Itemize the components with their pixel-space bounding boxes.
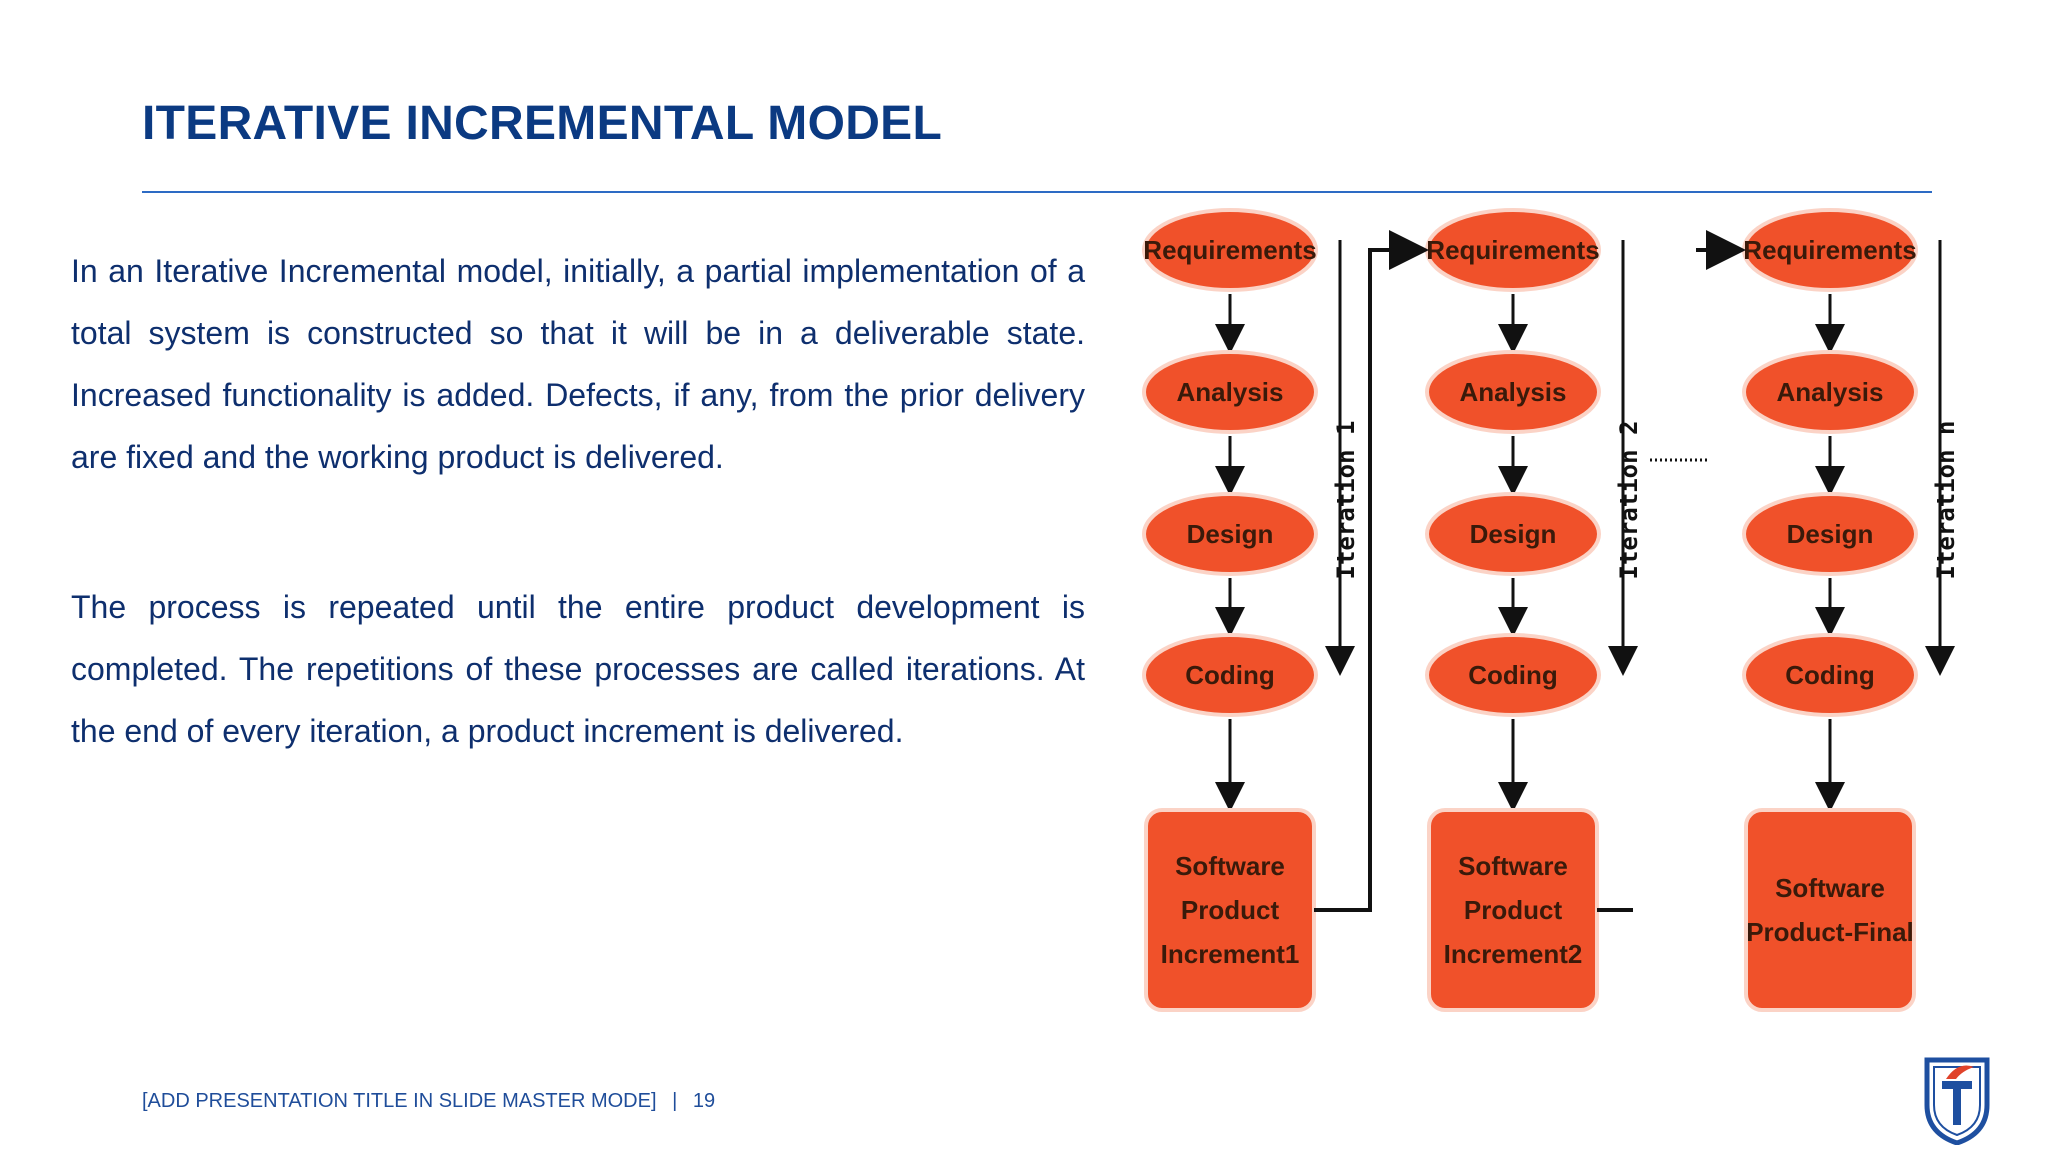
phase-label: Coding: [1468, 660, 1558, 690]
phase-node-coding: [1425, 633, 1601, 717]
iteration-label: Iteration n: [1932, 421, 1960, 580]
product-label: Software: [1458, 851, 1568, 881]
iterative-incremental-diagram: RequirementsAnalysisDesignCodingSoftware…: [1142, 208, 1960, 1012]
phase-label: Analysis: [1460, 377, 1567, 407]
product-box: [1744, 808, 1916, 1012]
phase-node-design: [1425, 492, 1601, 576]
phase-label: Design: [1187, 519, 1274, 549]
phase-node-coding: [1742, 633, 1918, 717]
title-divider: [142, 191, 1932, 193]
phase-node-analysis: [1425, 350, 1601, 434]
phase-node-analysis: [1742, 350, 1918, 434]
phase-label: Design: [1470, 519, 1557, 549]
product-label: Product-Final: [1746, 917, 1914, 947]
product-label: Product: [1464, 895, 1563, 925]
phase-label: Analysis: [1777, 377, 1884, 407]
body-paragraph-1: In an Iterative Incremental model, initi…: [71, 253, 1085, 475]
product-label: Product: [1181, 895, 1280, 925]
phase-label: Coding: [1785, 660, 1875, 690]
iteration-connector: [1314, 230, 1429, 912]
phase-node-requirements: [1142, 208, 1318, 292]
slide-footer: [ADD PRESENTATION TITLE IN SLIDE MASTER …: [142, 1090, 715, 1113]
product-label: Software: [1175, 851, 1285, 881]
phase-label: Analysis: [1177, 377, 1284, 407]
iteration-label: Iteration 1: [1332, 421, 1360, 580]
phase-node-analysis: [1142, 350, 1318, 434]
phase-label: Requirements: [1143, 235, 1316, 265]
product-label: Increment2: [1444, 939, 1583, 969]
product-label: Software: [1775, 873, 1885, 903]
slide-title: ITERATIVE INCREMENTAL MODEL: [142, 97, 943, 150]
phase-node-coding: [1142, 633, 1318, 717]
product-label: Increment1: [1161, 939, 1300, 969]
phase-label: Requirements: [1426, 235, 1599, 265]
footer-separator: |: [672, 1090, 678, 1112]
phase-label: Requirements: [1743, 235, 1916, 265]
university-shield-icon: [1924, 1057, 1990, 1145]
footer-page-number: 19: [692, 1090, 716, 1112]
phase-node-design: [1742, 492, 1918, 576]
phase-label: Coding: [1185, 660, 1275, 690]
phase-label: Design: [1787, 519, 1874, 549]
iteration-label: Iteration 2: [1615, 421, 1643, 580]
body-paragraph-2: The process is repeated until the entire…: [71, 589, 1085, 749]
phase-node-design: [1142, 492, 1318, 576]
footer-presentation-title: [ADD PRESENTATION TITLE IN SLIDE MASTER …: [142, 1090, 657, 1112]
